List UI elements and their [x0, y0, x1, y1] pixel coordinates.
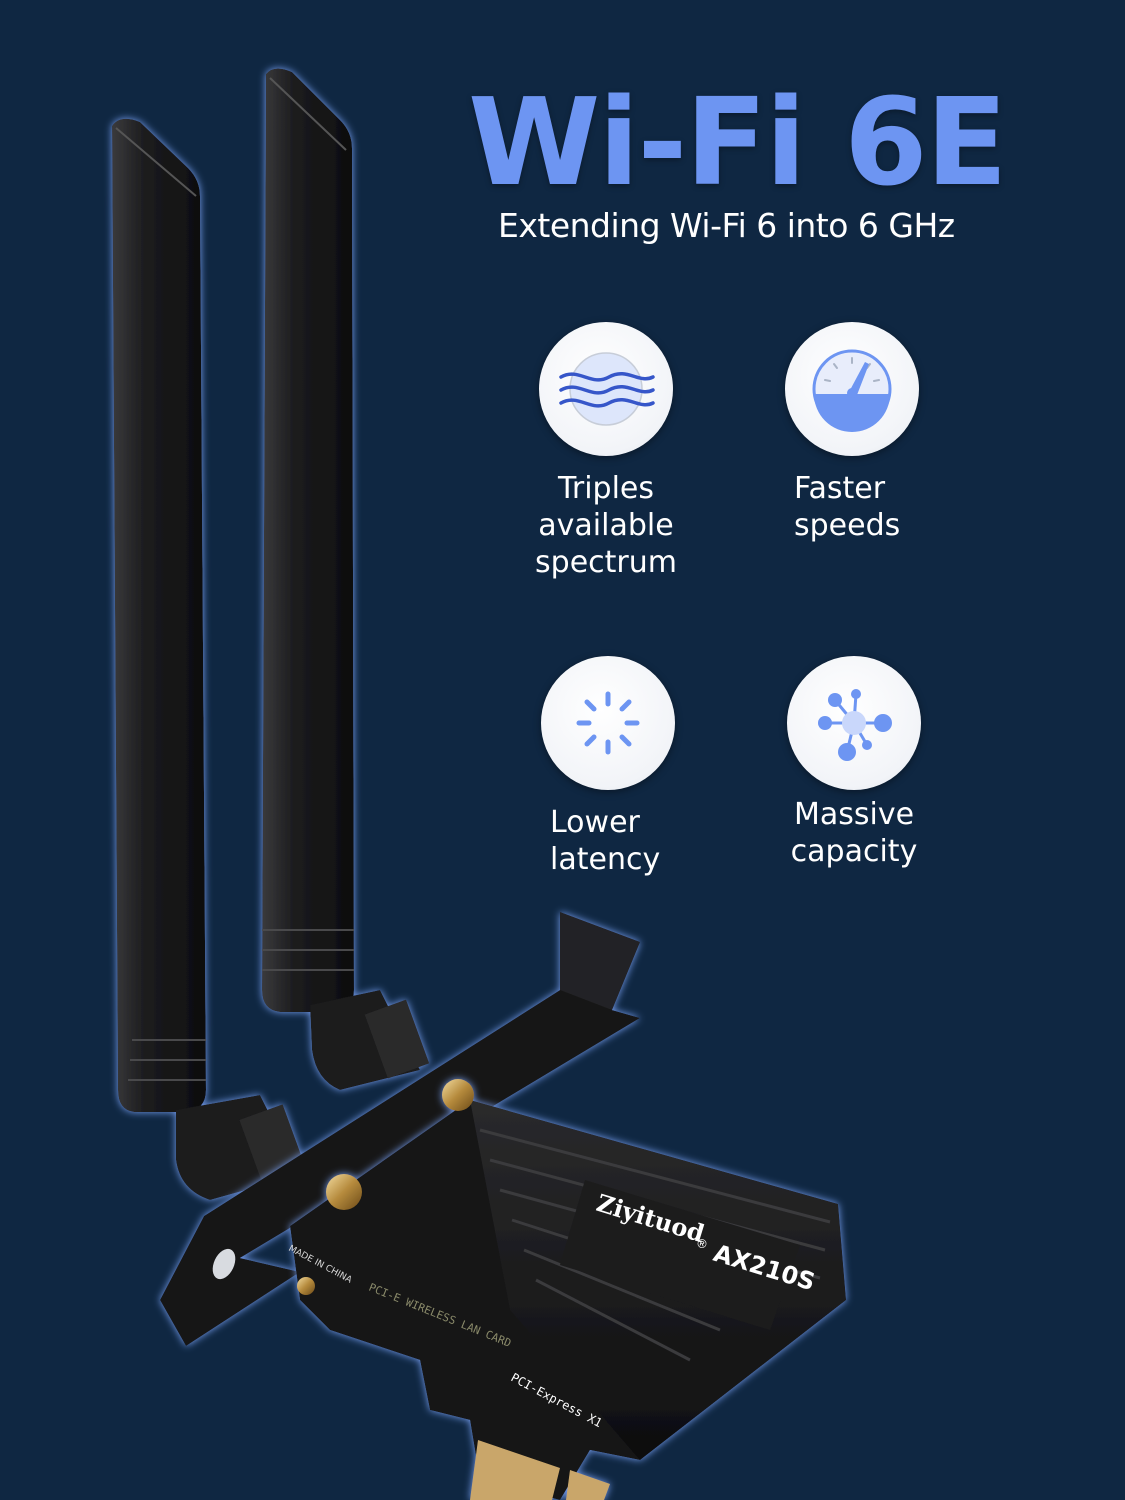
wifi-card-body	[290, 1079, 846, 1500]
feature-icon-circle	[787, 656, 921, 790]
svg-text:®: ®	[694, 1235, 710, 1252]
feature-latency: Lower latency	[478, 656, 738, 878]
feature-icon-circle	[785, 322, 919, 456]
feature-label: Massive capacity	[790, 797, 918, 869]
feature-capacity: Massive capacity	[724, 656, 984, 870]
speedometer-icon	[812, 349, 892, 432]
loading-spinner-icon	[576, 691, 640, 755]
page-title: Wi-Fi 6E	[468, 74, 1008, 213]
network-nodes-icon	[818, 689, 892, 761]
feature-speed: Faster speeds	[722, 322, 982, 544]
spectrum-waves-icon	[559, 352, 655, 426]
feature-icon-circle	[539, 322, 673, 456]
antenna-left	[112, 118, 307, 1200]
feature-label: Triples available spectrum	[535, 471, 677, 580]
pci-bracket	[160, 912, 640, 1346]
feature-label: Faster speeds	[794, 471, 901, 543]
feature-label: Lower latency	[550, 805, 661, 877]
page-subtitle: Extending Wi-Fi 6 into 6 GHz	[498, 206, 955, 245]
feature-spectrum: Triples available spectrum	[476, 322, 736, 581]
antenna-right	[262, 68, 430, 1090]
feature-icon-circle	[541, 656, 675, 790]
